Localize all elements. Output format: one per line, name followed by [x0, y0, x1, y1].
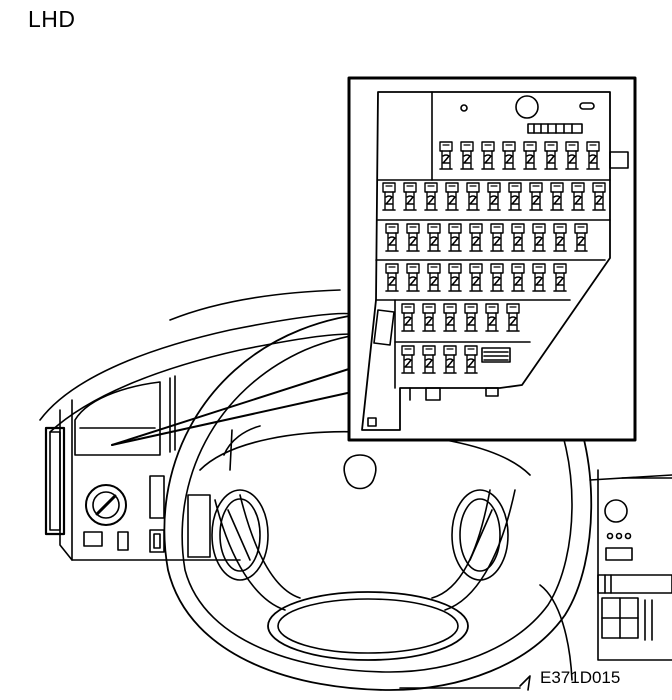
fuse-slot: [385, 223, 399, 252]
fuse-slot: [553, 223, 567, 252]
steering-hub: [267, 591, 469, 661]
fuse-slot: [571, 182, 585, 211]
fuse-slot: [508, 182, 522, 211]
fuse-slot: [469, 223, 483, 252]
fuse-slot: [574, 223, 588, 252]
fuse-slot: [511, 223, 525, 252]
fuse-slot: [466, 182, 480, 211]
fuse-slot: [424, 182, 438, 211]
fuse-slot: [550, 182, 564, 211]
fuse-slot: [490, 223, 504, 252]
fuse-slot: [485, 303, 499, 332]
fuse-slot: [487, 182, 501, 211]
fuse-slot: [565, 141, 579, 170]
fuse-slot: [529, 182, 543, 211]
fuse-slot: [502, 141, 516, 170]
fuse-slot: [445, 182, 459, 211]
fusebox-callout: [347, 76, 637, 442]
page-title: LHD: [28, 6, 76, 32]
light-switch-knob: [85, 484, 127, 526]
fuse-slot: [401, 345, 415, 374]
center-console: [589, 469, 672, 661]
figure-code: E371D015: [540, 668, 621, 687]
fuse-slot: [532, 223, 546, 252]
fuse-slot: [448, 263, 462, 292]
fuse-slot: [422, 345, 436, 374]
fuse-slot: [464, 303, 478, 332]
fuse-slot: [544, 141, 558, 170]
fuse-rows: [382, 141, 606, 374]
fuse-slot: [506, 303, 520, 332]
fuse-slot: [592, 182, 606, 211]
fuse-slot: [490, 263, 504, 292]
fuse-slot: [469, 263, 483, 292]
fuse-slot: [385, 263, 399, 292]
right-hub-control: [451, 489, 509, 581]
fuse-slot: [401, 303, 415, 332]
side-vent: [44, 426, 66, 536]
fuse-slot: [406, 263, 420, 292]
dashboard-illustration: [39, 289, 672, 691]
fuse-slot: [586, 141, 600, 170]
fuse-slot: [427, 223, 441, 252]
fuse-slot: [382, 182, 396, 211]
fuse-slot: [460, 141, 474, 170]
fuse-slot: [443, 345, 457, 374]
fuse-slot: [532, 263, 546, 292]
callout-leader: [111, 367, 353, 446]
fuse-slot: [523, 141, 537, 170]
fuse-slot: [422, 303, 436, 332]
fuse-slot: [448, 223, 462, 252]
fuse-slot: [464, 345, 478, 374]
fuse-slot: [406, 223, 420, 252]
fuse-slot: [511, 263, 525, 292]
fuse-slot: [403, 182, 417, 211]
fuse-slot: [443, 303, 457, 332]
left-hub-control: [187, 489, 269, 581]
fuse-slot: [481, 141, 495, 170]
fuse-slot: [427, 263, 441, 292]
fuse-slot: [553, 263, 567, 292]
fuse-slot: [439, 141, 453, 170]
